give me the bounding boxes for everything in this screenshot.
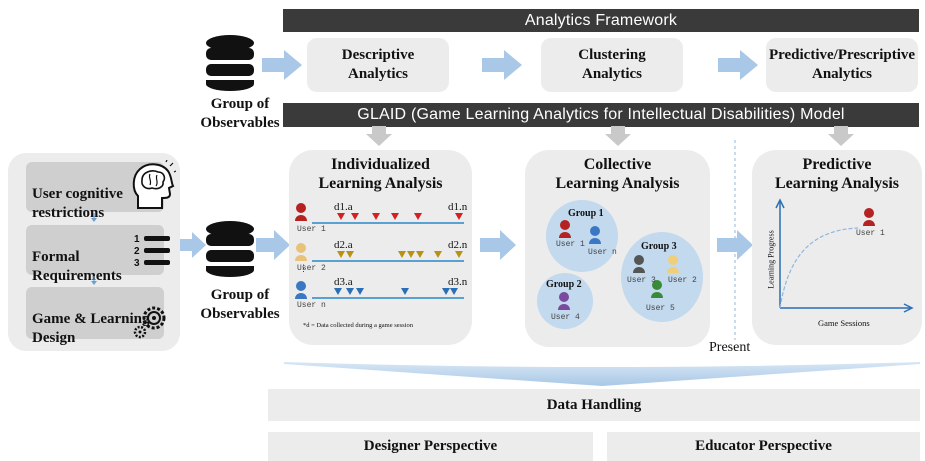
group-of-observables-middle: Group of Observables (200, 287, 280, 322)
group-1-user-b: User n (588, 248, 617, 257)
gears-icon (133, 306, 166, 339)
brain-head-icon (132, 160, 176, 209)
arrow-top-1 (262, 50, 302, 80)
row2-start-label: d2.a (334, 239, 353, 251)
descriptive-analytics-box: Descriptive Analytics (307, 38, 449, 92)
formal-requirements-item: Formal Requirements (26, 225, 164, 284)
user-avatar-yellow (295, 243, 307, 261)
numbered-list-icon: 1 2 3 (134, 234, 170, 268)
designer-perspective-label: Designer Perspective (363, 438, 498, 454)
predictive-prescriptive-analytics-box: Predictive/Prescriptive Analytics (766, 38, 918, 92)
group-3-avatars (633, 255, 679, 298)
row3-start-label: d3.a (334, 276, 353, 288)
game-learning-design-item: Game & Learning Design (26, 287, 164, 346)
y-axis-label: Learning Progress (766, 230, 776, 289)
svg-text:⋮: ⋮ (299, 263, 308, 273)
individualized-learning-title: Individualized Learning Analysis (318, 156, 443, 193)
collective-learning-title: Collective Learning Analysis (555, 156, 680, 193)
user-cognitive-restrictions-item: User cognitive restrictions (26, 162, 164, 221)
connector-down-2 (91, 276, 97, 285)
data-handling-box: Data Handling (268, 389, 920, 421)
user-avatar-red (295, 203, 307, 221)
predictive-learning-title: Predictive Learning Analysis (774, 156, 900, 193)
educator-perspective-label: Educator Perspective (695, 438, 832, 454)
group-2-avatar (558, 292, 570, 310)
row1-user-label: User 1 (297, 225, 326, 234)
funnel-arrow (284, 362, 920, 386)
timeline-row-2 (295, 243, 464, 262)
row1-start-label: d1.a (334, 201, 353, 213)
arrow-top-3 (718, 50, 758, 80)
row2-user-label: User 2 (297, 264, 326, 273)
game-learning-design-label: Game & Learning Design (32, 310, 150, 346)
row2-end-label: d2.n (448, 239, 468, 251)
svg-text:3: 3 (134, 258, 140, 268)
group-3-label: Group 3 (641, 241, 677, 252)
arrow-down-3 (828, 126, 854, 146)
group-1-label: Group 1 (568, 208, 604, 219)
group-3-user-c: User 5 (646, 304, 675, 313)
arrow-top-2 (482, 50, 522, 80)
group-1-avatars (559, 220, 601, 244)
present-label: Present (709, 340, 751, 355)
arrow-mid-1 (256, 230, 290, 260)
arrow-down-2 (605, 126, 631, 146)
arrow-down-1 (366, 126, 392, 146)
predicted-user-avatar (863, 208, 875, 226)
data-handling-label: Data Handling (546, 396, 642, 413)
individualized-learning-panel (289, 150, 472, 345)
group-3-user-a: User 3 (627, 276, 656, 285)
designer-perspective-box: Designer Perspective (268, 432, 593, 461)
group-2-label: Group 2 (546, 279, 582, 290)
glaid-model-label: GLAID (Game Learning Analytics for Intel… (357, 106, 845, 123)
row3-end-label: d3.n (448, 276, 468, 288)
row1-end-label: d1.n (448, 201, 468, 213)
formal-requirements-label: Formal Requirements (32, 248, 122, 284)
glaid-model-bar: GLAID (Game Learning Analytics for Intel… (283, 103, 919, 127)
predictive-user-label: User 1 (856, 229, 885, 238)
timeline-row-3 (295, 281, 464, 299)
arrow-mid-3 (717, 230, 753, 260)
group-of-observables-top: Group of Observables (200, 96, 280, 131)
group-1-circle (546, 200, 618, 272)
group-1-user-a: User 1 (556, 240, 585, 249)
row3-user-label: User n (297, 301, 326, 310)
arrow-mid-2 (480, 230, 516, 260)
user-avatar-blue (295, 281, 307, 299)
group-3-circle (621, 232, 703, 322)
clustering-analytics-box: Clustering Analytics (541, 38, 683, 92)
timeline-row-1 (295, 203, 464, 224)
individualized-footnote: *d = Data collected during a game sessio… (303, 322, 413, 329)
svg-text:2: 2 (134, 246, 140, 257)
connector-down-1 (91, 213, 97, 222)
analytics-framework-bar: Analytics Framework (283, 9, 919, 32)
x-axis-label: Game Sessions (818, 318, 870, 328)
svg-text:1: 1 (134, 234, 140, 245)
database-icon-top (206, 35, 254, 91)
analytics-framework-label: Analytics Framework (524, 12, 678, 29)
educator-perspective-box: Educator Perspective (607, 432, 920, 461)
group-3-user-b: User 2 (668, 276, 697, 285)
database-icon-middle (206, 221, 254, 277)
individualized-timeline: ⋮ (295, 203, 464, 299)
group-2-user: User 4 (551, 313, 580, 322)
learning-progress-chart (775, 198, 914, 313)
arrow-left-panel (180, 232, 206, 258)
user-cognitive-restrictions-label: User cognitive restrictions (32, 185, 123, 221)
